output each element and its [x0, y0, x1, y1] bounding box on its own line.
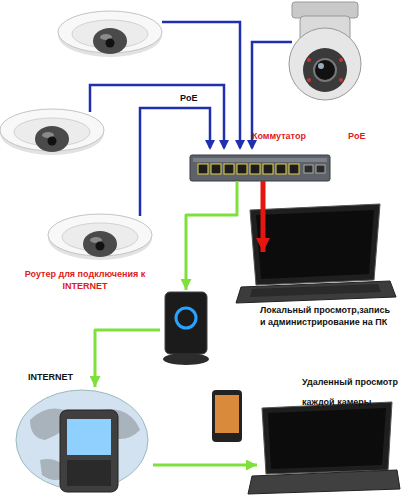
cable-label: PoE	[180, 92, 220, 104]
internet-box: INTERNET	[18, 387, 153, 492]
device-label: PoE	[348, 130, 382, 142]
laptop	[248, 402, 400, 494]
dome-camera	[0, 109, 104, 155]
smartphone	[212, 390, 242, 442]
network-link	[186, 181, 237, 290]
laptop-box: Удаленный просмотр каждой камеры	[257, 405, 395, 493]
internet-globe	[16, 390, 148, 492]
device-label: Локальный просмотр,запись и администриро…	[260, 304, 398, 328]
device-label: Удаленный просмотр каждой камеры	[302, 372, 403, 412]
poe-switch	[190, 155, 330, 181]
poe-cable	[90, 22, 292, 216]
ptz-camera	[289, 2, 361, 100]
device-label: Роутер для подключения к INTERNET	[15, 268, 155, 292]
network-link	[261, 181, 266, 252]
device-label: INTERNET	[28, 371, 108, 383]
router	[163, 292, 209, 365]
dome-camera	[48, 214, 152, 260]
router-box: Роутер для подключения к INTERNET	[160, 290, 212, 365]
dome-camera	[58, 11, 162, 57]
device-label: Коммутатор	[252, 130, 332, 142]
laptop-box: Локальный просмотр,запись и администриро…	[250, 252, 385, 300]
switch-box: КоммутаторPoE	[190, 155, 330, 181]
network-link	[95, 330, 160, 387]
network-link	[153, 464, 257, 467]
laptop	[236, 204, 396, 303]
